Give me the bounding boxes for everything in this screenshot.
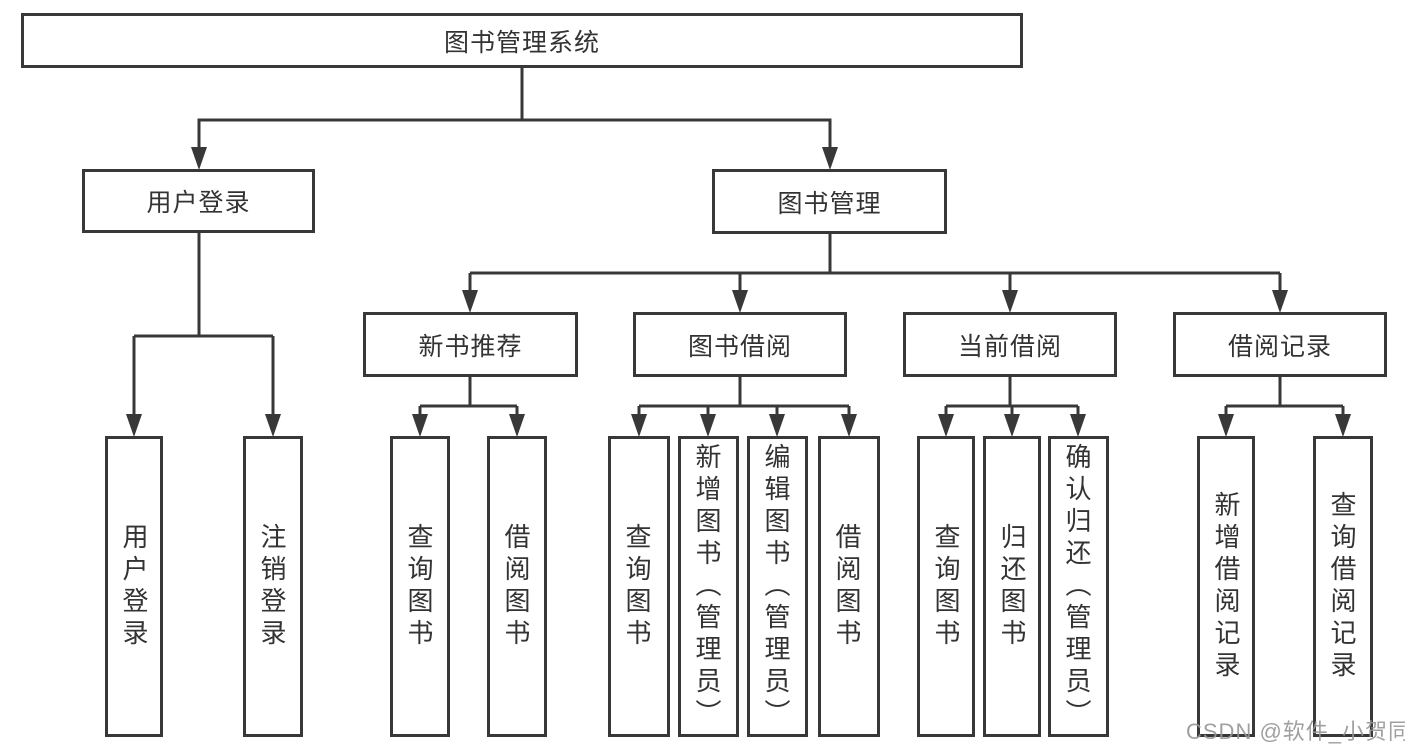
arrowhead — [732, 290, 748, 313]
node-borrow-records: 借阅记录 — [1173, 312, 1387, 377]
leaf-borrow-books-recommend: 借阅图书 — [487, 436, 547, 737]
arrowhead — [1002, 290, 1018, 313]
arrowhead — [841, 414, 857, 437]
leaf-return-book: 归还图书 — [983, 436, 1041, 737]
arrowhead — [462, 290, 478, 313]
connector-new-book-bus — [418, 377, 519, 419]
arrowhead — [1004, 414, 1020, 437]
arrowhead — [1070, 414, 1086, 437]
connector-user-login-bus — [132, 233, 275, 418]
leaf-borrow-books: 借阅图书 — [818, 436, 880, 737]
node-user-login: 用户登录 — [82, 169, 315, 233]
leaf-query-books-current: 查询图书 — [917, 436, 975, 737]
connector-book-borrow-bus — [637, 377, 851, 419]
arrowhead — [769, 414, 785, 437]
arrowhead — [1218, 414, 1234, 437]
arrowhead — [126, 414, 142, 437]
arrowhead — [509, 414, 525, 437]
arrowhead — [1335, 414, 1351, 437]
arrowhead — [700, 414, 716, 437]
connector-borrow-records-bus — [1224, 377, 1345, 419]
leaf-query-books-borrow: 查询图书 — [608, 436, 670, 737]
connector-current-borrow-bus — [944, 377, 1080, 419]
arrowhead — [412, 414, 428, 437]
arrowhead — [631, 414, 647, 437]
connector-level2-bus — [197, 118, 832, 154]
node-library-system: 图书管理系统 — [21, 13, 1023, 68]
node-book-management: 图书管理 — [712, 169, 947, 234]
watermark: CSDN @软件_小贺同学 — [1186, 719, 1405, 744]
arrowhead — [1272, 290, 1288, 313]
leaf-confirm-return-admin: 确认归还（管理员） — [1048, 436, 1109, 737]
leaf-add-book-admin: 新增图书（管理员） — [678, 436, 739, 737]
connector-level3-bus — [468, 234, 1282, 292]
node-new-book-recommend: 新书推荐 — [363, 312, 578, 377]
arrowhead — [191, 147, 207, 170]
leaf-logout: 注销登录 — [243, 436, 303, 737]
leaf-user-login: 用户登录 — [105, 436, 163, 737]
arrowhead — [822, 147, 838, 170]
arrowhead — [265, 414, 281, 437]
leaf-edit-book-admin: 编辑图书（管理员） — [747, 436, 808, 737]
node-current-borrow: 当前借阅 — [903, 312, 1117, 377]
leaf-query-borrow-record: 查询借阅记录 — [1313, 436, 1373, 737]
node-book-borrow: 图书借阅 — [633, 312, 847, 377]
arrowhead — [938, 414, 954, 437]
leaf-query-books-recommend: 查询图书 — [390, 436, 450, 737]
leaf-add-borrow-record: 新增借阅记录 — [1197, 436, 1255, 737]
